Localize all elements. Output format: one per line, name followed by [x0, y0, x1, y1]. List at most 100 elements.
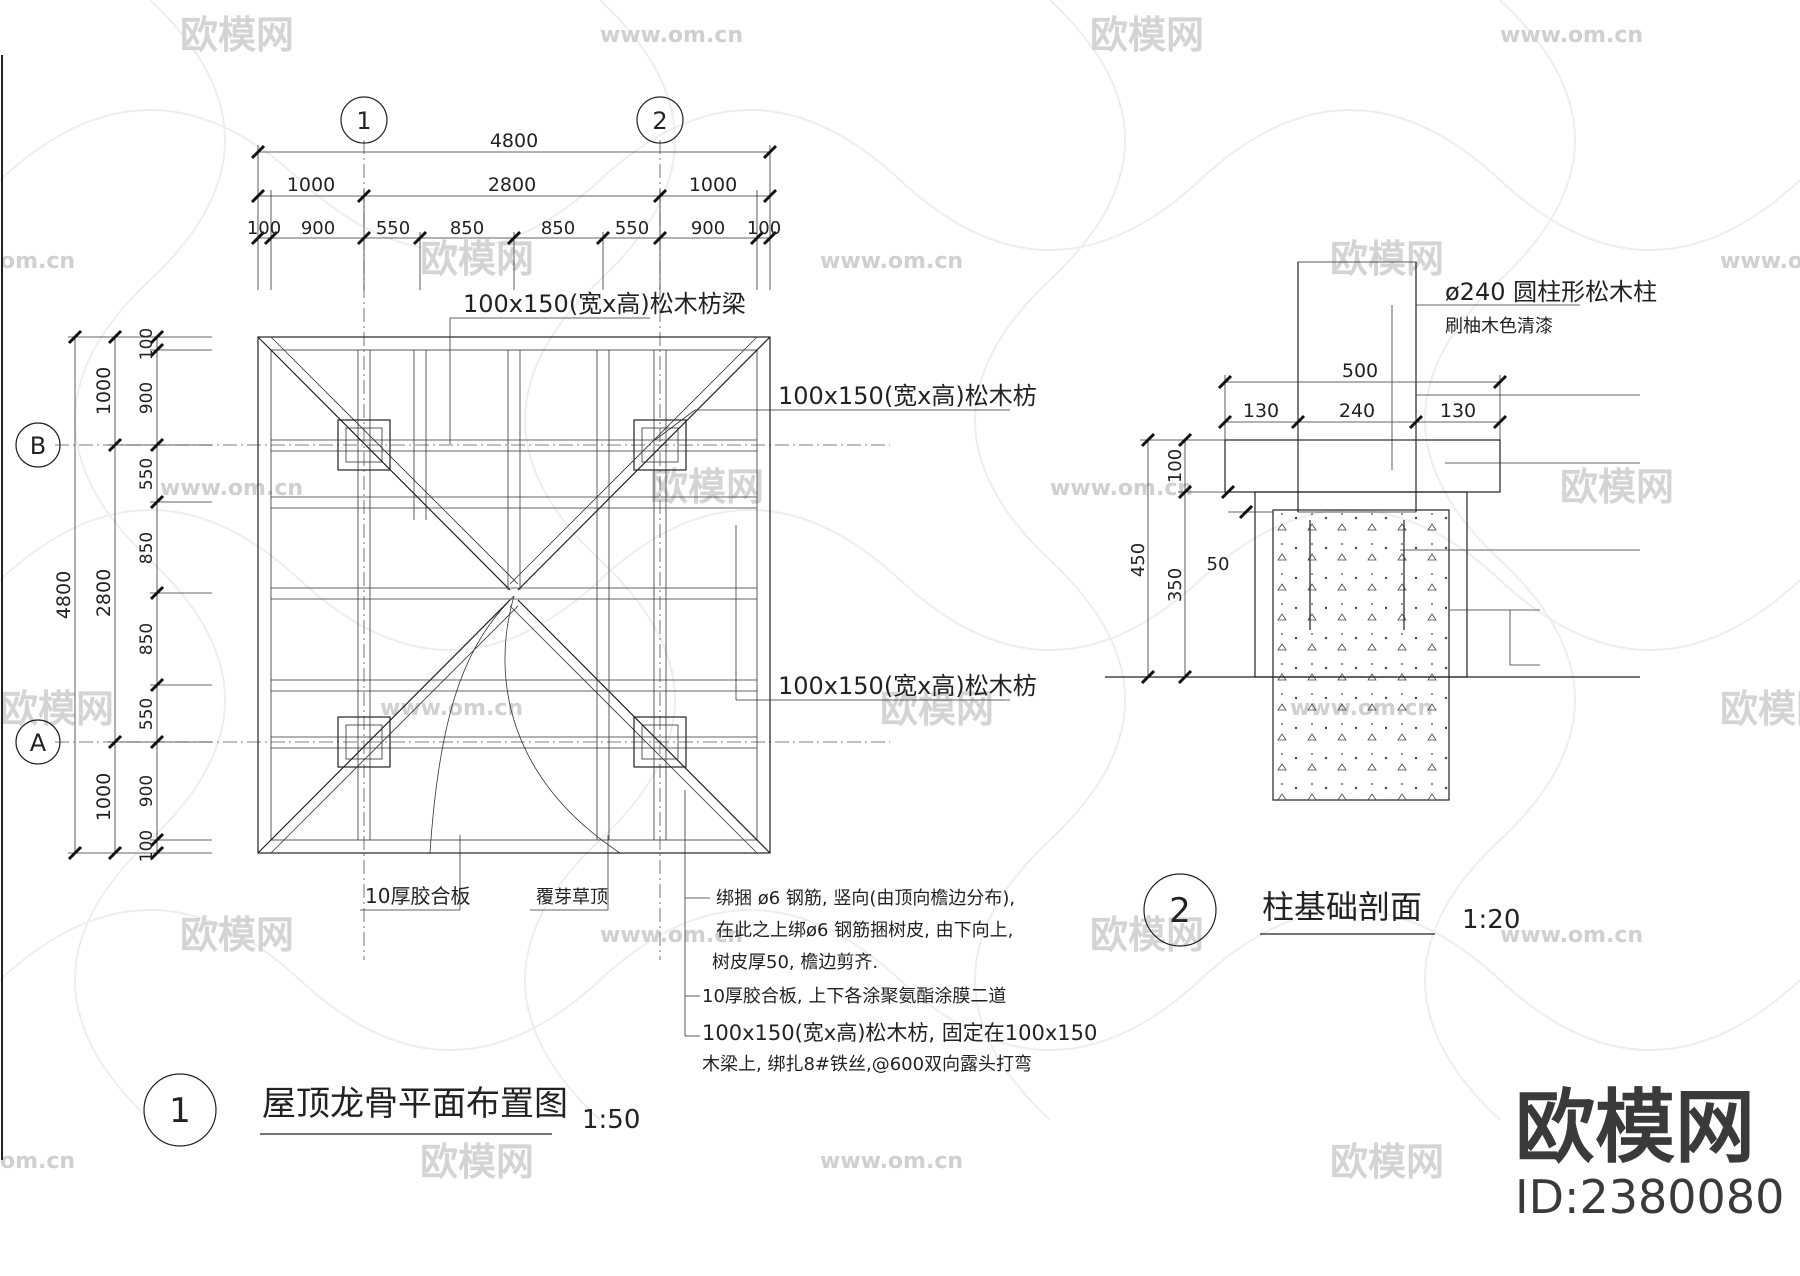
dim-left-mid: 1000 — [93, 367, 115, 415]
dim-left-detail: 100 — [137, 328, 157, 360]
label-joist-bottom: 100x150(宽x高)松木枋 — [778, 672, 1037, 700]
axis-label-B: B — [30, 432, 46, 460]
watermark-url: www.om.cn — [600, 923, 743, 948]
dim-section-detail: 130 — [1243, 400, 1279, 422]
title-number: 2 — [1169, 891, 1191, 931]
dim-top-total: 4800 — [490, 130, 538, 152]
post-cap — [633, 716, 687, 768]
dim-left-detail: 100 — [137, 830, 157, 862]
drawing-title-1: 1 屋顶龙骨平面布置图 1:50 — [143, 1073, 640, 1147]
label-plywood: 10厚胶合板 — [365, 884, 470, 908]
label-grass: 覆芽草顶 — [536, 887, 608, 908]
drawing-scale: 1:50 — [582, 1105, 640, 1135]
drawing-title-2: 2 柱基础剖面 1:20 — [1143, 873, 1520, 947]
watermark-url: www.om.cn — [1500, 23, 1643, 48]
note-line: 在此之上绑ø6 钢筋捆树皮, 由下向上, — [716, 920, 1013, 941]
dim-top-detail: 550 — [615, 218, 649, 239]
dim-top-detail: 900 — [691, 218, 725, 239]
dim-top-mid: 2800 — [488, 174, 536, 196]
watermark-brand: 欧模网 — [180, 13, 294, 57]
dim-top-detail: 550 — [376, 218, 410, 239]
dim-top-detail: 850 — [450, 218, 484, 239]
watermark-brand: 欧模网 — [1560, 465, 1674, 509]
axis-bubble-2 — [636, 96, 684, 144]
watermark-brand: 欧模网 — [1330, 1140, 1444, 1184]
roof-frame — [257, 336, 771, 854]
dim-left-detail: 850 — [137, 532, 157, 564]
dim-top-detail: 100 — [747, 218, 781, 239]
axis-label-A: A — [30, 729, 47, 757]
title-number: 1 — [169, 1091, 191, 1131]
axis-label-2: 2 — [652, 107, 667, 135]
note-line: 10厚胶合板, 上下各涂聚氨酯涂膜二道 — [702, 986, 1006, 1007]
section-left-dimensions: 100 350 450 50 — [1128, 432, 1273, 685]
dim-left-detail: 850 — [137, 623, 157, 655]
watermark-brand: 欧模网 — [1090, 913, 1204, 957]
dim-top-detail: 850 — [541, 218, 575, 239]
watermark-brand: 欧模网 — [1720, 687, 1800, 731]
post-foundation-section: ø240 圆柱形松木柱 刷柚木色清漆 500 130 240 130 — [1105, 261, 1657, 947]
watermark-brand: 欧模网 — [420, 1140, 534, 1184]
axis-label-1: 1 — [356, 107, 371, 135]
dim-left-mid: 2800 — [93, 569, 115, 617]
drawing-title: 屋顶龙骨平面布置图 — [262, 1084, 568, 1124]
watermark-brand: 欧模网 — [1090, 13, 1204, 57]
dim-top-detail: 900 — [301, 218, 335, 239]
dim-top-detail: 100 — [247, 218, 281, 239]
note-line: 绑捆 ø6 钢筋, 竖向(由顶向檐边分布), — [716, 888, 1015, 909]
dim-section-vertical: 100 — [1165, 449, 1186, 483]
note-line: 100x150(宽x高)松木枋, 固定在100x150 — [702, 1021, 1097, 1045]
left-dimensions: 4800 1000 2800 1000 100 900 550 850 850 … — [53, 328, 212, 862]
dim-section-total: 500 — [1342, 360, 1378, 382]
axis-bubble-B — [15, 422, 61, 468]
brand-id: ID:2380080 — [1515, 1170, 1784, 1224]
post-cap — [337, 716, 391, 768]
watermark-url: www.om.cn — [600, 23, 743, 48]
brand-name: 欧模网 — [1515, 1081, 1755, 1174]
watermark-brand: 欧模网 — [650, 465, 764, 509]
dim-left-total: 4800 — [53, 571, 75, 619]
label-post: ø240 圆柱形松木柱 — [1445, 278, 1657, 306]
drawing-title: 柱基础剖面 — [1262, 888, 1422, 926]
axis-bubble-1 — [340, 96, 388, 144]
watermark-pattern — [0, 0, 1800, 1121]
label-paint: 刷柚木色清漆 — [1445, 316, 1553, 337]
watermark-url: www.om.cn — [820, 1149, 963, 1174]
dim-section-vertical: 50 — [1207, 554, 1230, 575]
watermark-brand: 欧模网 — [420, 237, 534, 281]
brand-block: 欧模网 ID:2380080 — [1515, 1081, 1784, 1224]
post-cap — [633, 419, 687, 471]
dim-left-detail: 900 — [137, 775, 157, 807]
watermark-url: www.om.cn — [1720, 249, 1800, 274]
top-dimensions: 4800 1000 2800 1000 100 900 550 850 850 … — [247, 130, 781, 290]
axis-bubble-A — [15, 719, 61, 765]
dim-section-vertical: 450 — [1128, 543, 1149, 577]
watermark-texts: 欧模网 www.om.cn 欧模网 www.om.cn om.cn 欧模网 ww… — [0, 13, 1800, 1184]
watermark-brand: 欧模网 — [0, 687, 114, 731]
post-cap — [337, 419, 391, 471]
dim-section-detail: 240 — [1339, 400, 1375, 422]
watermark-brand: 欧模网 — [180, 913, 294, 957]
dim-top-mid: 1000 — [689, 174, 737, 196]
watermark-url: om.cn — [0, 1149, 75, 1174]
dim-top-mid: 1000 — [287, 174, 335, 196]
note-line: 树皮厚50, 檐边剪齐. — [712, 952, 878, 973]
cap-slab — [1224, 439, 1501, 493]
dim-left-detail: 900 — [137, 382, 157, 414]
label-joist-top: 100x150(宽x高)松木枋 — [778, 382, 1037, 410]
watermark-brand: 欧模网 — [880, 687, 994, 731]
dim-section-vertical: 350 — [1165, 568, 1186, 602]
dim-left-mid: 1000 — [93, 773, 115, 821]
roof-plan: 1 2 B A — [15, 96, 1097, 1147]
note-line: 木梁上, 绑扎8#铁丝,@600双向露头打弯 — [702, 1054, 1032, 1075]
watermark-url: www.om.cn — [1050, 476, 1193, 501]
section-top-dimensions: 500 130 240 130 — [1217, 360, 1508, 440]
dim-left-detail: 550 — [137, 698, 157, 730]
dim-section-detail: 130 — [1440, 400, 1476, 422]
watermark-url: www.om.cn — [1500, 923, 1643, 948]
drawing-scale: 1:20 — [1462, 905, 1520, 935]
dim-left-detail: 550 — [137, 458, 157, 490]
plan-annotations: 100x150(宽x高)松木枋梁 100x150(宽x高)松木枋 100x150… — [360, 290, 1097, 1075]
